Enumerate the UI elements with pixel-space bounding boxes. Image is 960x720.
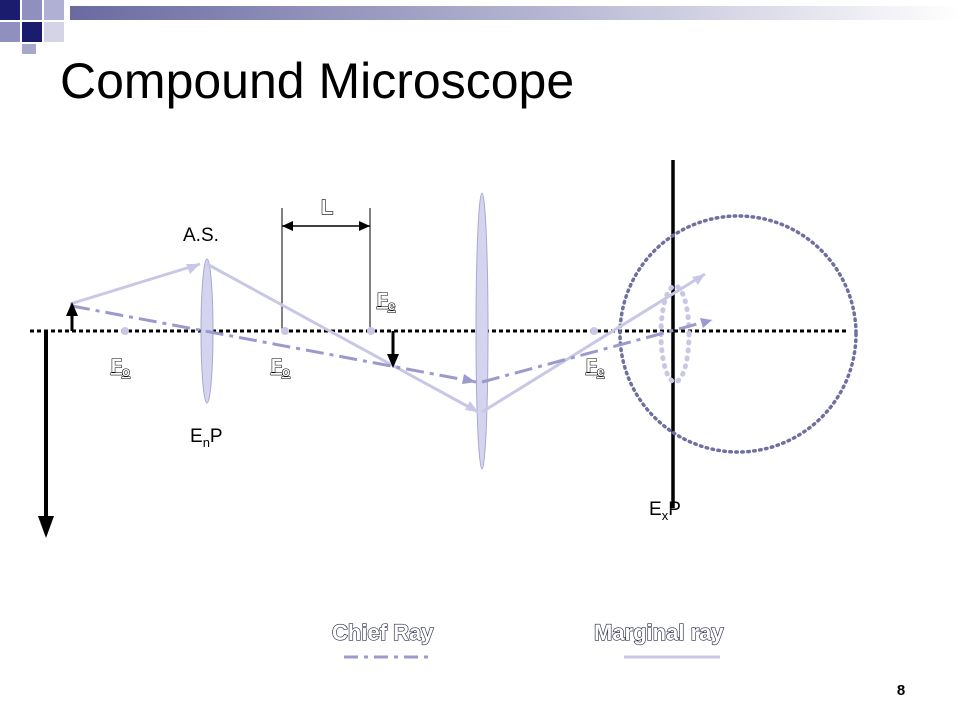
page-number: 8 (896, 682, 906, 699)
legend-chief-ray-label: Chief Ray (332, 620, 434, 645)
focal-point-objective-back (281, 327, 289, 335)
banner-square-7 (22, 44, 36, 54)
length-arrow-left (282, 221, 293, 231)
chief-ray-object (71, 304, 477, 384)
object-arrow-head (66, 302, 78, 316)
marginal-ray-upper (69, 262, 201, 306)
banner-square-5 (22, 22, 42, 42)
length-label: L (321, 197, 333, 219)
marginal-ray-through (206, 262, 479, 414)
banner-square-3 (44, 0, 64, 20)
legend-marginal-ray-label: Marginal ray (594, 620, 724, 645)
length-arrow-right (359, 221, 370, 231)
banner-square-1 (0, 0, 20, 20)
banner-gradient-bar (70, 6, 960, 20)
aperture-stop-label: A.S. (183, 225, 219, 246)
focal-label-eyepiece-back: Fe (586, 356, 604, 379)
intermediate-image-arrow-head (387, 354, 399, 368)
focal-label-objective-front: Fo (111, 356, 130, 379)
chief-ray-eyepiece-arrow (700, 318, 712, 328)
focal-label-objective-back: Fo (271, 356, 290, 379)
focal-point-eyepiece-back (590, 327, 598, 335)
marginal-ray-through-arrow (465, 401, 478, 412)
virtual-image-arrow-head (38, 516, 54, 538)
focal-point-objective-front (121, 327, 129, 335)
exit-pupil-label: ExP (649, 499, 681, 523)
banner-square-4 (0, 22, 20, 42)
title-banner (0, 0, 960, 54)
eye-outline (618, 214, 858, 454)
banner-square-2 (22, 0, 42, 20)
chief-ray-object-arrow (462, 374, 476, 384)
eyepiece-lens (475, 192, 489, 470)
page-title: Compound Microscope (60, 53, 575, 109)
marginal-ray-exit (481, 272, 706, 414)
marginal-ray-exit-arrow (692, 274, 705, 285)
eye-lens (658, 283, 692, 385)
banner-square-6 (44, 22, 64, 42)
focal-label-eyepiece-front: Fe (377, 290, 395, 313)
marginal-ray-upper-arrow (186, 264, 200, 274)
focal-point-eyepiece-front (367, 327, 375, 335)
chief-ray-eyepiece (481, 318, 713, 384)
entrance-pupil-label: EnP (190, 426, 223, 450)
